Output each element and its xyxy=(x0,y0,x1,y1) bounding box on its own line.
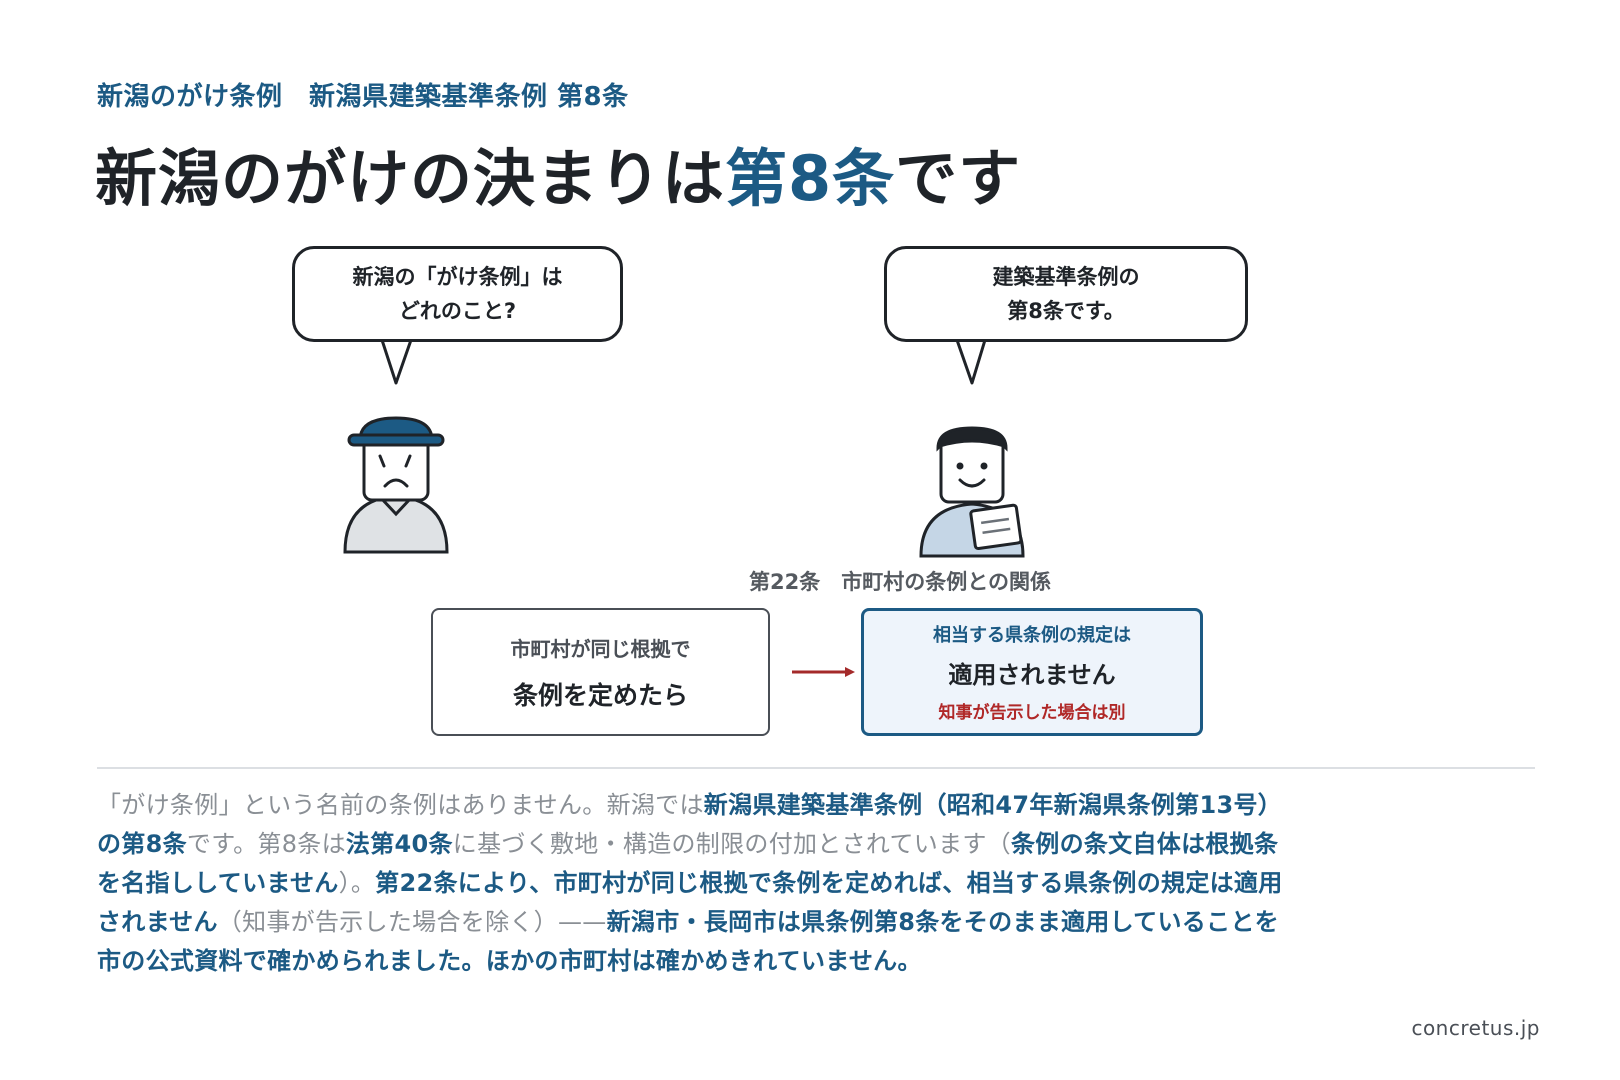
left-bubble-tail xyxy=(380,338,413,385)
result-box: 相当する県条例の規定は 適用されません 知事が告示した場合は別 xyxy=(861,608,1203,736)
body-segment: 「がけ条例」という名前の条例はありません。新潟では xyxy=(97,791,704,819)
condition-big-text: 条例を定めたら xyxy=(512,680,688,710)
body-emphasis: 第22条により、市町村が同じ根拠で条例を定めれば、相当する県条例の規定は適用され… xyxy=(97,869,1283,936)
title-part2: です xyxy=(895,142,1022,215)
body-emphasis: 新潟県建築基準条例（昭和47年新潟県条例第13号）の第8条 xyxy=(97,791,1283,858)
divider xyxy=(97,767,1535,769)
question-line-2: どれのこと? xyxy=(398,299,517,323)
body-segment: に基づく敷地・構造の制限の付加とされています（ xyxy=(452,830,1011,858)
diagram-caption: 第22条 市町村の条例との関係 xyxy=(748,570,1051,594)
title-accent: 第8条 xyxy=(725,142,896,215)
right-bubble-tail xyxy=(955,338,987,385)
result-big-text: 適用されません xyxy=(948,661,1116,689)
questioner-person-icon xyxy=(343,416,449,554)
question-speech-bubble: 新潟の「がけ条例」は どれのこと? xyxy=(292,246,623,342)
body-segment: ）。 xyxy=(338,869,376,897)
answerer-person-icon xyxy=(919,426,1025,558)
body-emphasis: 新潟市・長岡市は県条例第8条をそのまま適用していることを市の公式資料で確かめられ… xyxy=(97,908,1279,975)
explanation-paragraph: 「がけ条例」という名前の条例はありません。新潟では新潟県建築基準条例（昭和47年… xyxy=(97,786,1287,981)
body-segment: （知事が告示した場合を除く）—— xyxy=(217,908,607,936)
arrow-icon xyxy=(792,667,855,677)
answer-line-2: 第8条です。 xyxy=(1007,299,1125,323)
condition-small-text: 市町村が同じ根拠で xyxy=(510,636,691,661)
question-line-1: 新潟の「がけ条例」は xyxy=(352,265,563,289)
answer-line-1: 建築基準条例の xyxy=(992,265,1140,289)
answer-speech-bubble: 建築基準条例の 第8条です。 xyxy=(884,246,1248,342)
body-emphasis: 法第40条 xyxy=(345,830,453,858)
site-credit: concretus.jp xyxy=(1411,1016,1540,1040)
page-title: 新潟のがけの決まりは第8条です xyxy=(95,128,1021,218)
condition-box: 市町村が同じ根拠で 条例を定めたら xyxy=(431,608,770,736)
page-subtitle: 新潟のがけ条例 新潟県建築基準条例 第8条 xyxy=(97,82,629,112)
result-exception-note: 知事が告示した場合は別 xyxy=(938,703,1126,723)
body-emphasis: 条例の条文自体は根拠条を名指ししていません xyxy=(97,830,1279,897)
result-small-text: 相当する県条例の規定は xyxy=(933,625,1131,646)
body-segment: です。第8条は xyxy=(186,830,346,858)
title-part1: 新潟のがけの決まりは xyxy=(95,142,726,215)
